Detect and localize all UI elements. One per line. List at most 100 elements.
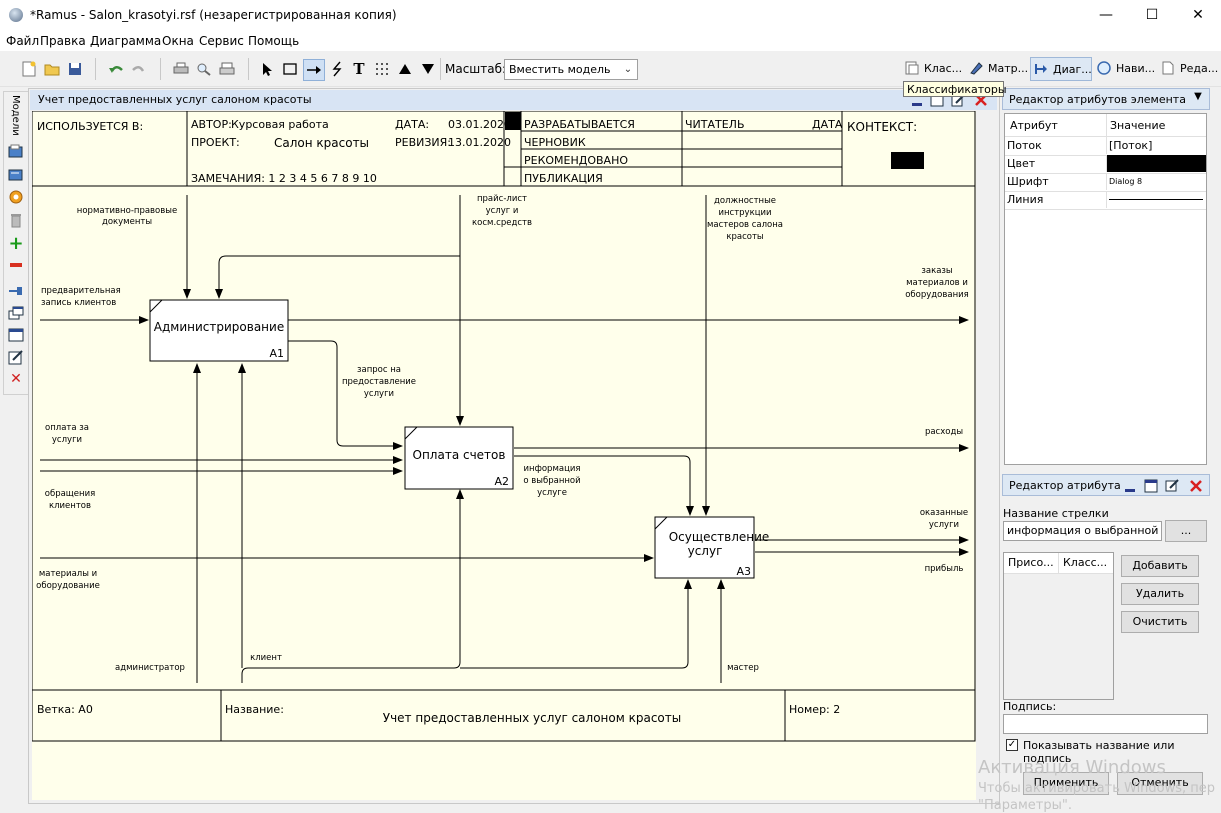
clear-button[interactable]: Очистить <box>1121 611 1199 633</box>
settings-gear-icon[interactable] <box>7 188 25 206</box>
reader-label: ЧИТАТЕЛЬ <box>685 118 745 131</box>
remove-icon[interactable] <box>7 256 25 274</box>
add-button[interactable]: Добавить <box>1121 555 1199 577</box>
editor-icon <box>1162 61 1174 75</box>
window-title: *Ramus - Salon_krasotyi.rsf (незарегистр… <box>30 8 397 22</box>
menu-windows[interactable]: Окна <box>162 34 194 48</box>
activity-box-a2[interactable]: Оплата счетов A2 <box>404 426 514 490</box>
save-icon[interactable] <box>66 60 84 78</box>
minimize-icon[interactable] <box>910 93 924 107</box>
menu-service[interactable]: Сервис <box>199 34 244 48</box>
activity-box-a1[interactable]: Администрирование A1 <box>149 299 289 362</box>
tab-navigator[interactable]: Нави... <box>1094 57 1156 81</box>
box-a3-id: A3 <box>736 565 751 578</box>
tab-diagram[interactable]: Диаг... <box>1030 57 1092 81</box>
scale-select[interactable]: Вместить модель ⌄ <box>504 59 638 80</box>
close-x-icon[interactable] <box>1189 479 1203 493</box>
move-down-icon[interactable] <box>419 60 437 78</box>
attr-row-font[interactable]: Шрифт Dialog 8 <box>1005 173 1206 192</box>
box-a1-id: A1 <box>269 347 284 360</box>
delete-button[interactable]: Удалить <box>1121 583 1199 605</box>
diagram-canvas[interactable]: ИСПОЛЬЗУЕТСЯ В: АВТОР: Курсовая работа П… <box>32 111 976 800</box>
browse-button[interactable]: ... <box>1165 520 1207 542</box>
notes-label: ЗАМЕЧАНИЯ: 1 2 3 4 5 6 7 8 9 10 <box>191 172 377 185</box>
author-label: АВТОР: <box>191 118 232 131</box>
diagram-window-header: Учет предоставленных услуг салоном красо… <box>30 90 997 110</box>
classifiers-list[interactable]: Присо... Класс... <box>1003 552 1114 700</box>
label-admin: администратор <box>115 663 185 673</box>
show-name-checkbox[interactable]: ✓ <box>1006 739 1018 751</box>
chevron-down-icon[interactable]: ▼ <box>1194 91 1202 102</box>
arrow-tool-icon[interactable] <box>303 59 325 81</box>
tab-models[interactable]: Модели <box>10 94 21 136</box>
apply-button[interactable]: Применить <box>1023 772 1109 795</box>
diagram-icon <box>1035 64 1047 74</box>
menu-diagram[interactable]: Диаграмма <box>90 34 162 48</box>
move-up-icon[interactable] <box>396 60 414 78</box>
attr-editor: Редактор атрибута Название стрелки инфор… <box>1002 474 1210 804</box>
squiggle-tool-icon[interactable] <box>328 60 346 78</box>
edit-window-icon[interactable] <box>1165 478 1180 493</box>
attr-row-line[interactable]: Линия <box>1005 191 1206 210</box>
box-tool-icon[interactable] <box>281 60 299 78</box>
attr-editor-title: Редактор атрибута <box>1009 479 1121 492</box>
color-swatch[interactable] <box>1106 155 1206 172</box>
minimize-icon[interactable] <box>1123 479 1137 493</box>
tab-matrix[interactable]: Матр... <box>966 57 1028 81</box>
cancel-button[interactable]: Отменить <box>1117 772 1203 795</box>
left-toolbar: Модели + ✕ <box>3 91 29 395</box>
menu-help[interactable]: Помощь <box>248 34 300 48</box>
window-icon[interactable] <box>1144 479 1158 493</box>
pointer-tool-icon[interactable] <box>258 60 276 78</box>
trash-icon[interactable] <box>7 211 25 229</box>
add-icon[interactable]: + <box>8 232 24 254</box>
print-preview-icon[interactable] <box>195 60 213 78</box>
date-label: ДАТА: <box>395 118 429 131</box>
minimize-button[interactable]: — <box>1099 7 1113 23</box>
used-in-label: ИСПОЛЬЗУЕТСЯ В: <box>37 120 143 133</box>
new-file-icon[interactable] <box>20 60 38 78</box>
status-publication: ПУБЛИКАЦИЯ <box>524 172 603 185</box>
open-model-icon[interactable] <box>7 165 25 183</box>
redo-icon[interactable] <box>130 60 148 78</box>
chevron-down-icon: ⌄ <box>623 64 633 75</box>
close-button[interactable]: ✕ <box>1192 7 1204 23</box>
menu-edit[interactable]: Правка <box>40 34 86 48</box>
page-setup-icon[interactable] <box>218 60 236 78</box>
attr-row-color[interactable]: Цвет <box>1005 155 1206 174</box>
box-a3-name-line1: Осуществление <box>669 530 770 544</box>
col-attribute: Атрибут <box>1010 119 1058 132</box>
undo-icon[interactable] <box>107 60 125 78</box>
tab-classifiers[interactable]: Клас... <box>902 57 964 81</box>
status-recommended: РЕКОМЕНДОВАНО <box>524 154 628 167</box>
windows-stack-icon[interactable] <box>7 304 25 322</box>
open-folder-icon[interactable] <box>43 60 61 78</box>
tab-editor[interactable]: Реда... <box>1158 57 1218 81</box>
window-icon[interactable] <box>7 326 25 344</box>
edit-window-icon[interactable] <box>7 348 25 366</box>
grid-tool-icon[interactable] <box>373 60 391 78</box>
footer-number: Номер: 2 <box>789 703 840 716</box>
pin-icon[interactable] <box>7 282 25 300</box>
label-client: клиент <box>250 653 282 663</box>
new-model-icon[interactable] <box>7 142 25 160</box>
menu-file[interactable]: Файл <box>6 34 40 48</box>
arrow-name-input[interactable]: информация о выбранной услу <box>1003 521 1162 541</box>
maximize-button[interactable]: ☐ <box>1145 7 1159 23</box>
print-icon[interactable] <box>172 60 190 78</box>
close-x-icon[interactable]: ✕ <box>10 371 22 387</box>
navigator-icon <box>1097 61 1111 75</box>
text-tool-icon[interactable]: T <box>353 60 365 78</box>
caption-input[interactable] <box>1003 714 1208 734</box>
revision-label: РЕВИЗИЯ: <box>395 136 451 149</box>
date-value: 03.01.2020 <box>448 118 511 131</box>
box-a1-name: Администрирование <box>154 320 284 334</box>
label-profit: прибыль <box>925 564 964 574</box>
attr-row-flow[interactable]: Поток [Поток] <box>1005 137 1206 156</box>
